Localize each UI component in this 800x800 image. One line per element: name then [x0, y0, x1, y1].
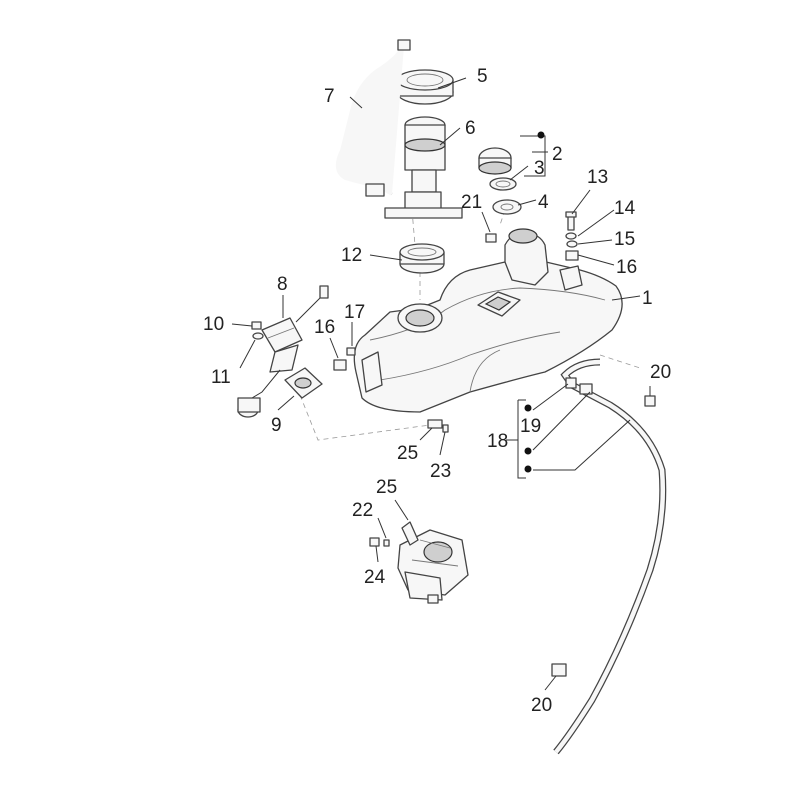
mount-screw — [565, 211, 577, 231]
fuel-hose — [335, 39, 411, 197]
hose-clip-upper — [644, 395, 656, 407]
label-3: 3 — [534, 158, 545, 179]
throttle-screw — [369, 537, 380, 547]
filler-cap — [478, 147, 512, 175]
lock-ring — [396, 69, 454, 105]
hose-clip-lower — [551, 663, 567, 677]
sender-gasket — [284, 367, 323, 399]
pump-seal-ring — [399, 243, 445, 274]
kit-dot-18-a — [524, 404, 532, 412]
label-17: 17 — [344, 302, 365, 323]
label-11: 11 — [211, 367, 231, 388]
mount-washer-14 — [565, 232, 577, 240]
filler-washer — [492, 199, 522, 215]
fuel-level-sender — [237, 285, 329, 418]
cap-gasket-hole — [495, 180, 511, 188]
kit-dot-2 — [537, 131, 545, 139]
sender-screw — [251, 321, 262, 330]
breather-hose — [553, 358, 667, 755]
sender-washer — [252, 332, 264, 340]
throttle-body — [397, 529, 469, 604]
fuel-pump — [384, 116, 463, 219]
label-2: 2 — [552, 144, 563, 165]
label-18: 18 — [487, 431, 508, 452]
label-15: 15 — [614, 229, 635, 250]
mount-washer-15 — [566, 240, 578, 248]
kit-dot-18-b — [524, 447, 532, 455]
kit-dot-18-c — [524, 465, 532, 473]
label-10: 10 — [203, 314, 224, 335]
label-19: 19 — [520, 416, 541, 437]
fuel-tank — [353, 228, 623, 413]
throttle-pipe — [401, 521, 419, 546]
throttle-washer — [383, 539, 390, 547]
label-1: 1 — [642, 288, 653, 309]
mount-nut-right — [565, 250, 579, 261]
label-9: 9 — [271, 415, 282, 436]
label-6: 6 — [465, 118, 476, 139]
label-8: 8 — [277, 274, 288, 295]
label-20-lower: 20 — [531, 695, 552, 716]
label-22: 22 — [352, 500, 373, 521]
mount-nut-left — [333, 359, 347, 371]
part-labels: 1 2 3 4 5 6 7 8 9 10 11 12 13 14 15 16 1… — [203, 66, 671, 716]
tank-fitting — [485, 233, 497, 243]
drain-bolt — [427, 419, 443, 429]
kit-marker-dots — [524, 131, 545, 473]
label-12: 12 — [341, 245, 362, 266]
label-7: 7 — [324, 86, 335, 107]
label-24: 24 — [364, 567, 386, 588]
label-25-upper: 25 — [376, 477, 397, 498]
cap-gasket — [489, 177, 517, 191]
label-14: 14 — [614, 198, 636, 219]
label-16-right: 16 — [616, 257, 637, 278]
label-25-lower: 25 — [397, 443, 418, 464]
leader-lines — [231, 77, 651, 691]
drain-washer — [442, 424, 449, 433]
label-23: 23 — [430, 461, 451, 482]
label-16-left: 16 — [314, 317, 335, 338]
filler-washer-hole — [500, 203, 514, 211]
label-21: 21 — [461, 192, 482, 213]
label-4: 4 — [538, 192, 549, 213]
label-20-upper: 20 — [650, 362, 671, 383]
mount-clip — [346, 347, 356, 356]
label-5: 5 — [477, 66, 488, 87]
label-13: 13 — [587, 167, 608, 188]
